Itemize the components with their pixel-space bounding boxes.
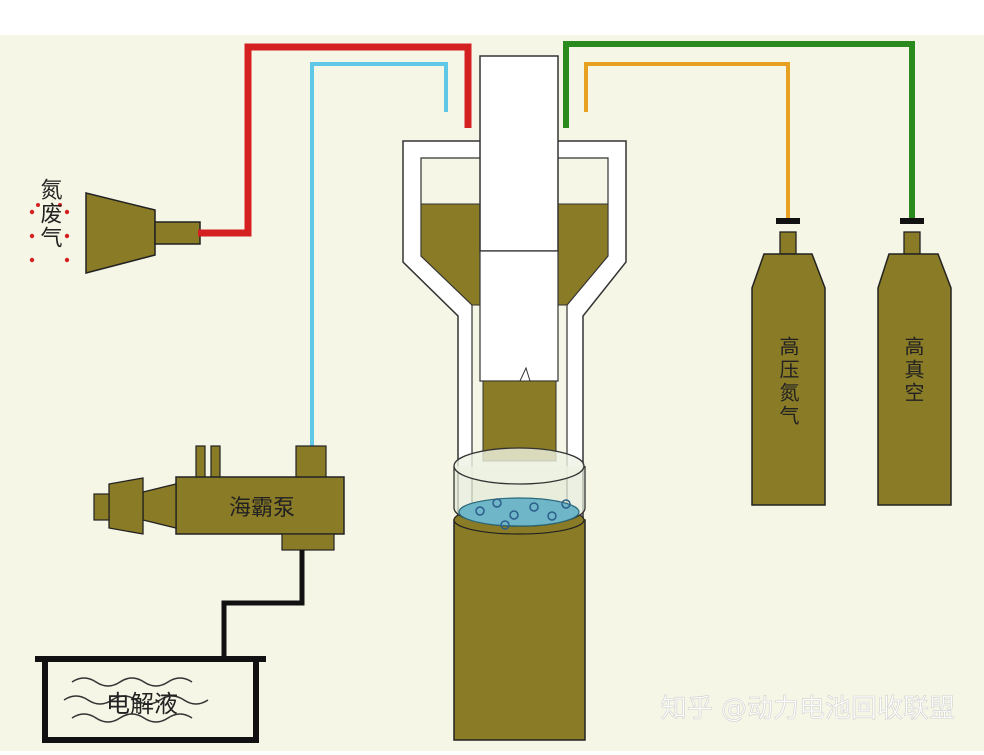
electrolyte-label: 电解液	[106, 690, 178, 718]
watermark: 知乎 @动力电池回收联盟	[661, 694, 955, 724]
nitrogen-cylinder-label: 高压氮气	[776, 336, 800, 428]
pump-body	[175, 476, 345, 535]
exhaust-label: 氮废气	[37, 178, 63, 250]
central-column	[479, 55, 559, 252]
blue-line	[310, 62, 448, 455]
nitrogen-cylinder: 高压氮气	[751, 218, 826, 506]
pump: 海霸泵	[93, 445, 345, 551]
orange-line	[584, 62, 790, 222]
green-line	[563, 41, 915, 222]
pump-label: 海霸泵	[229, 496, 295, 521]
red-line	[198, 43, 472, 237]
reactor-base	[453, 519, 586, 741]
reactor-vessel	[402, 55, 627, 741]
vacuum-cylinder: 高真空	[877, 218, 952, 506]
exhaust-dots	[29, 203, 70, 263]
electrolyte-tank: 电解液	[35, 656, 266, 743]
vacuum-cylinder-label: 高真空	[901, 336, 925, 405]
exhaust-outlet: 氮废气	[29, 178, 201, 274]
glass-dish	[453, 447, 586, 530]
